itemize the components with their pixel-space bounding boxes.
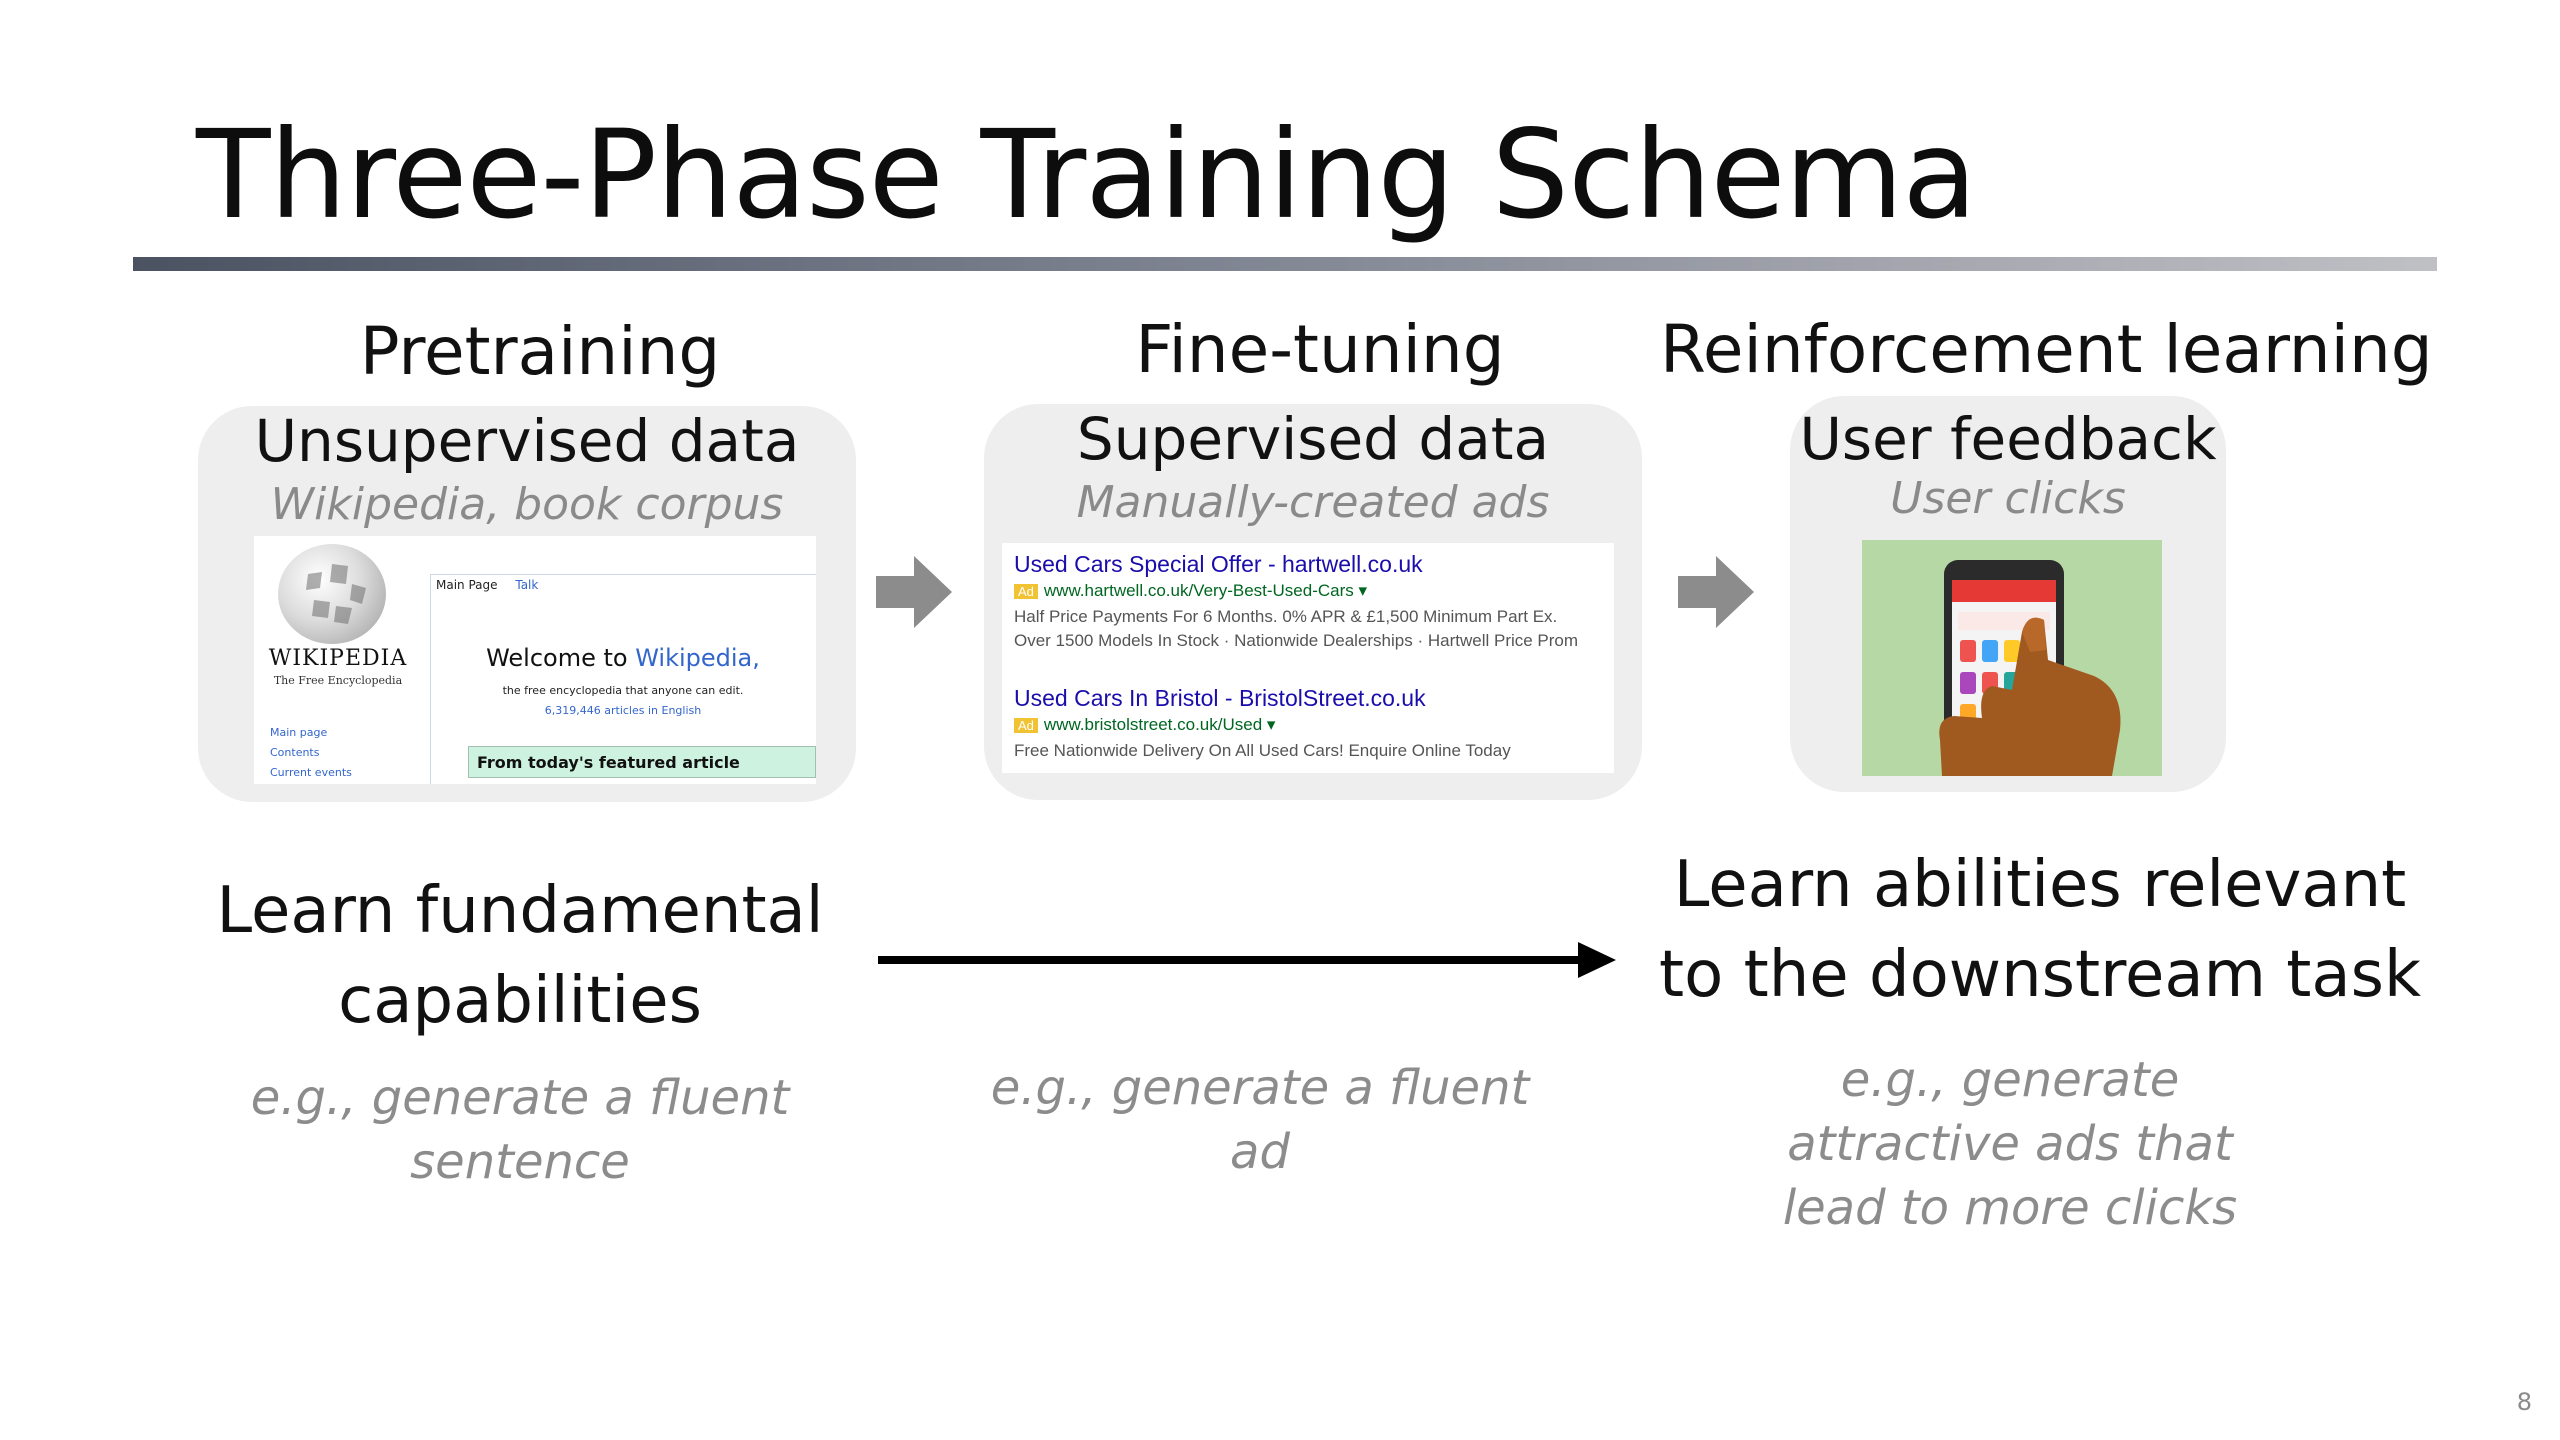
example-pretraining: e.g., generate a fluent sentence xyxy=(250,1070,790,1190)
wiki-welcome-prefix: Welcome to xyxy=(486,644,636,672)
ad-url-2: Ad www.bristolstreet.co.uk/Used ▾ xyxy=(1014,715,1275,735)
right-arrow-icon xyxy=(1678,556,1754,628)
ad-url-1: Ad www.hartwell.co.uk/Very-Best-Used-Cars… xyxy=(1014,581,1367,601)
wiki-nav-current-events[interactable]: Current events xyxy=(270,766,352,779)
wiki-tabs: Main Page Talk xyxy=(436,578,538,592)
wiki-featured-article-header: From today's featured article xyxy=(468,746,816,778)
wikipedia-tagline: The Free Encyclopedia xyxy=(273,674,403,687)
ads-screenshot: Used Cars Special Offer - hartwell.co.uk… xyxy=(1002,543,1614,773)
page-number: 8 xyxy=(2516,1388,2532,1416)
phase-heading-fine-tuning: Fine-tuning xyxy=(1135,311,1505,388)
outcome-pretraining: Learn fundamental capabilities xyxy=(216,874,824,1038)
wiki-nav-contents[interactable]: Contents xyxy=(270,746,320,759)
panel-title-unsupervised: Unsupervised data xyxy=(254,407,800,475)
wiki-tagline-line: the free encyclopedia that anyone can ed… xyxy=(502,684,744,697)
ad-badge-1: Ad xyxy=(1014,584,1038,599)
panel-subtitle-unsupervised: Wikipedia, book corpus xyxy=(270,479,784,530)
wiki-article-count: 6,319,446 articles in English xyxy=(544,704,702,717)
wiki-tab-main-page[interactable]: Main Page xyxy=(436,578,498,592)
phone-tap-image xyxy=(1862,540,2162,776)
wikipedia-globe-icon xyxy=(278,544,386,644)
ad-title-1[interactable]: Used Cars Special Offer - hartwell.co.uk xyxy=(1014,551,1423,577)
slide-title: Three-Phase Training Schema xyxy=(196,104,1977,246)
wiki-nav-main-page[interactable]: Main page xyxy=(270,726,328,739)
wiki-welcome: Welcome to Wikipedia, xyxy=(430,644,816,672)
ad-desc-1a: Half Price Payments For 6 Months. 0% APR… xyxy=(1014,607,1558,626)
phase-heading-reinforcement-learning: Reinforcement learning xyxy=(1660,311,2433,388)
wiki-tab-talk[interactable]: Talk xyxy=(515,578,539,592)
ad-badge-2: Ad xyxy=(1014,718,1038,733)
example-reinforcement-learning: e.g., generate attractive ads that lead … xyxy=(1782,1052,2238,1236)
ad-url-text-1[interactable]: www.hartwell.co.uk/Very-Best-Used-Cars ▾ xyxy=(1043,581,1368,600)
example-fine-tuning: e.g., generate a fluent ad xyxy=(990,1060,1530,1180)
outcome-reinforcement-learning: Learn abilities relevant to the downstre… xyxy=(1659,848,2421,1012)
wiki-welcome-link[interactable]: Wikipedia, xyxy=(635,644,760,672)
right-arrow-icon xyxy=(876,556,952,628)
panel-title-supervised: Supervised data xyxy=(1076,405,1550,473)
title-underline xyxy=(133,257,2437,271)
panel-subtitle-user-clicks: User clicks xyxy=(1890,473,2126,524)
phase-heading-pretraining: Pretraining xyxy=(359,313,721,390)
long-right-arrow-icon xyxy=(878,942,1616,978)
panel-subtitle-supervised: Manually-created ads xyxy=(1076,477,1550,528)
ad-url-text-2[interactable]: www.bristolstreet.co.uk/Used ▾ xyxy=(1043,715,1276,734)
panel-title-user-feedback: User feedback xyxy=(1799,405,2217,473)
wikipedia-wordmark: WIKIPEDIA xyxy=(268,646,408,671)
ad-desc-2: Free Nationwide Delivery On All Used Car… xyxy=(1014,741,1511,760)
wikipedia-screenshot: WIKIPEDIA The Free Encyclopedia Main pag… xyxy=(254,536,816,784)
ad-desc-1b: Over 1500 Models In Stock · Nationwide D… xyxy=(1014,631,1579,650)
ad-title-2[interactable]: Used Cars In Bristol - BristolStreet.co.… xyxy=(1014,685,1426,711)
